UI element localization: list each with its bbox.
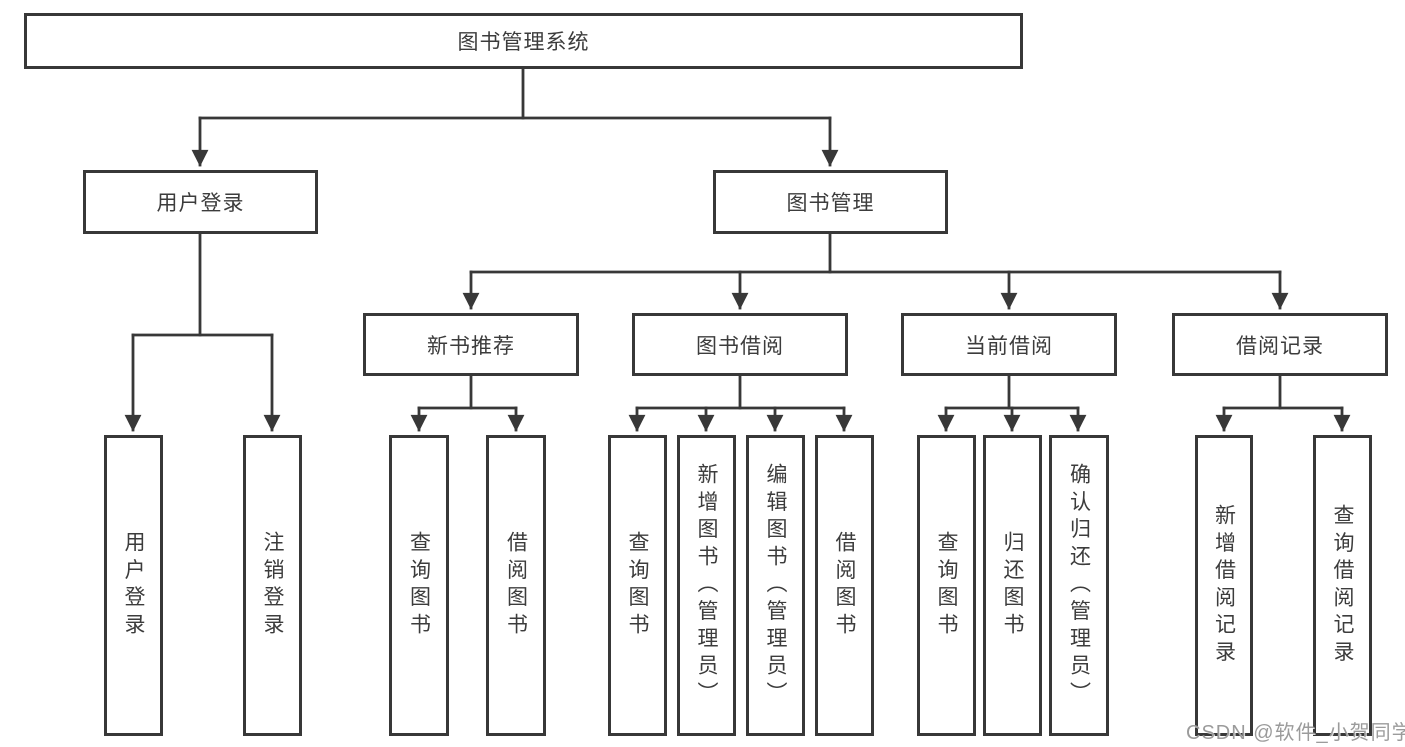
leaf-return-books: 归还图书 <box>983 435 1042 736</box>
node-book-management: 图书管理 <box>713 170 948 234</box>
leaf-query-books-recommend: 查询图书 <box>389 435 449 736</box>
leaf-query-books-borrow: 查询图书 <box>608 435 667 736</box>
leaf-add-borrow-record: 新增借阅记录 <box>1195 435 1253 736</box>
node-book-borrow: 图书借阅 <box>632 313 848 376</box>
leaf-add-books-admin: 新增图书（管理员） <box>677 435 736 736</box>
node-current-borrow: 当前借阅 <box>901 313 1117 376</box>
leaf-logout: 注销登录 <box>243 435 302 736</box>
node-user-login: 用户登录 <box>83 170 318 234</box>
node-root-library-system: 图书管理系统 <box>24 13 1023 69</box>
node-new-book-recommend: 新书推荐 <box>363 313 579 376</box>
leaf-borrow-books-recommend: 借阅图书 <box>486 435 546 736</box>
leaf-user-login: 用户登录 <box>104 435 163 736</box>
leaf-confirm-return-admin: 确认归还（管理员） <box>1049 435 1109 736</box>
leaf-query-books-current: 查询图书 <box>917 435 976 736</box>
leaf-edit-books-admin: 编辑图书（管理员） <box>746 435 805 736</box>
csdn-watermark: CSDN @软件_小贺同学 <box>1186 722 1405 744</box>
leaf-borrow-books: 借阅图书 <box>815 435 874 736</box>
leaf-query-borrow-record: 查询借阅记录 <box>1313 435 1372 736</box>
node-borrow-records: 借阅记录 <box>1172 313 1388 376</box>
